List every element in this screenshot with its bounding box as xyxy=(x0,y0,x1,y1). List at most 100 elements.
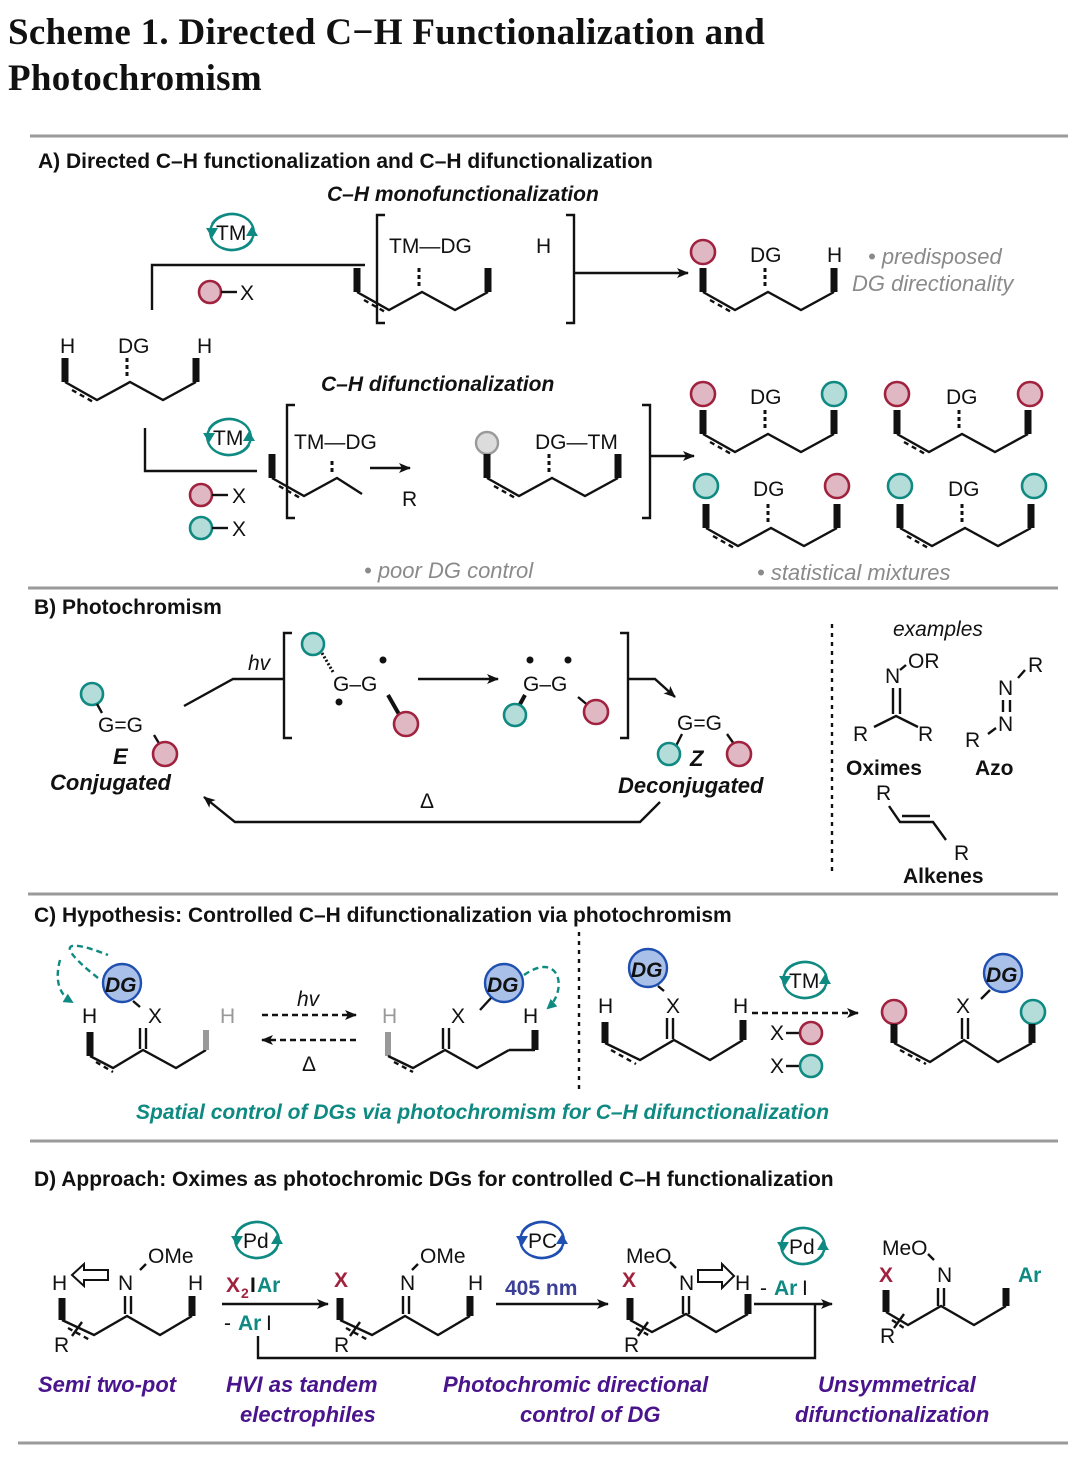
svg-text:G=G: G=G xyxy=(677,712,722,735)
svg-text:H: H xyxy=(536,235,551,258)
pink-group-icon xyxy=(188,482,214,508)
z-label: Z xyxy=(689,746,705,771)
caption-unsym-2: difunctionalization xyxy=(795,1402,989,1427)
panel-d-header: D) Approach: Oximes as photochromic DGs … xyxy=(34,1168,834,1191)
alkene-structure: R R Alkenes xyxy=(876,782,984,888)
svg-text:DG: DG xyxy=(986,964,1018,987)
tm-cycle-icon-c: TM xyxy=(777,960,833,1000)
teal-group-icon xyxy=(79,681,105,707)
svg-text:X: X xyxy=(770,1055,784,1078)
pc-cycle-icon: PC xyxy=(514,1220,570,1260)
svg-text:Ar: Ar xyxy=(1018,1264,1041,1287)
svg-text:DG: DG xyxy=(948,478,980,501)
svg-text:H: H xyxy=(598,995,613,1018)
svg-text:I: I xyxy=(266,1312,272,1335)
svg-text:TM: TM xyxy=(213,427,243,450)
caption-hvi-2: electrophiles xyxy=(240,1402,376,1427)
panel-a-header: A) Directed C–H functionalization and C–… xyxy=(38,150,653,173)
direction-arrow-icon-2 xyxy=(697,1261,736,1291)
svg-text:R: R xyxy=(54,1334,69,1357)
svg-text:X: X xyxy=(622,1269,636,1292)
pd-cycle-icon-1: Pd xyxy=(229,1220,285,1260)
svg-text:H: H xyxy=(60,335,75,358)
delta-label: Δ xyxy=(420,790,434,813)
svg-text:H: H xyxy=(523,1005,538,1028)
thermal-return-arrow xyxy=(203,796,661,824)
azo-label: Azo xyxy=(975,757,1014,780)
pd-cycle-icon-2: Pd xyxy=(775,1226,831,1266)
conjugated-label: Conjugated xyxy=(50,770,172,795)
svg-text:X: X xyxy=(770,1022,784,1045)
note-poor-control: • poor DG control xyxy=(364,558,534,583)
alkenes-label: Alkenes xyxy=(903,865,984,888)
svg-text:Ar: Ar xyxy=(238,1312,261,1335)
product-teal-pink: DG xyxy=(692,472,851,549)
svg-text:DG: DG xyxy=(118,335,150,358)
reagent-pink-x: X xyxy=(197,279,254,305)
svg-text:R: R xyxy=(624,1334,639,1357)
svg-text:DG: DG xyxy=(946,386,978,409)
svg-text:TM—DG: TM—DG xyxy=(294,431,377,454)
caption-semi-two-pot: Semi two-pot xyxy=(38,1372,178,1397)
product-teal-teal: DG xyxy=(886,472,1048,549)
reagent-pink-x-2: X xyxy=(188,482,246,508)
scheme-title-line-2: Photochromism xyxy=(8,58,262,99)
tm-cycle-icon-bottom: TM xyxy=(201,417,257,457)
svg-text:R: R xyxy=(880,1325,895,1348)
pink-group-icon xyxy=(197,279,223,305)
svg-text:X: X xyxy=(226,1274,240,1297)
svg-text:OR: OR xyxy=(908,650,940,673)
svg-text:R: R xyxy=(853,723,868,746)
svg-text:I: I xyxy=(250,1274,256,1297)
svg-text:Pd: Pd xyxy=(789,1236,815,1259)
svg-text:X: X xyxy=(148,1005,162,1028)
svg-text:H: H xyxy=(468,1272,483,1295)
hv-label: hv xyxy=(248,652,272,675)
svg-text:DG: DG xyxy=(750,386,782,409)
wavelength-label: 405 nm xyxy=(505,1277,577,1300)
product-pink-teal: DG xyxy=(689,380,848,455)
svg-text:G–G: G–G xyxy=(333,673,377,696)
svg-text:X: X xyxy=(451,1005,465,1028)
svg-text:N: N xyxy=(118,1272,133,1295)
svg-text:TM: TM xyxy=(789,970,819,993)
svg-text:DG: DG xyxy=(631,959,663,982)
direction-arrow-icon xyxy=(70,1261,109,1289)
svg-text:N: N xyxy=(885,665,900,688)
svg-text:DG: DG xyxy=(750,244,782,267)
deconjugated-label: Deconjugated xyxy=(618,773,764,798)
svg-text:R: R xyxy=(918,723,933,746)
tm-label: TM xyxy=(216,222,246,245)
teal-group-icon xyxy=(188,515,214,541)
svg-text:R: R xyxy=(334,1334,349,1357)
svg-text:hv: hv xyxy=(297,988,321,1011)
reagent-teal-x: X xyxy=(188,515,246,541)
svg-text:H: H xyxy=(827,244,842,267)
svg-text:N: N xyxy=(998,713,1013,736)
svg-text:X: X xyxy=(334,1269,348,1292)
scheme-title: Scheme 1. Directed C−H Functionalization… xyxy=(8,10,765,102)
svg-text:-: - xyxy=(760,1277,767,1300)
svg-text:PC: PC xyxy=(528,1230,557,1253)
pink-group-icon xyxy=(689,238,717,266)
svg-text:N: N xyxy=(400,1272,415,1295)
svg-text:Δ: Δ xyxy=(302,1053,316,1076)
svg-text:H: H xyxy=(382,1005,397,1028)
svg-text:MeO: MeO xyxy=(882,1237,928,1260)
panel-c-header: C) Hypothesis: Controlled C–H difunction… xyxy=(34,904,732,927)
svg-text:G=G: G=G xyxy=(98,714,143,737)
svg-text:N: N xyxy=(679,1272,694,1295)
note-dg-directionality: DG directionality xyxy=(852,271,1015,296)
svg-text:X: X xyxy=(240,282,254,305)
dg-circle-icon xyxy=(101,962,143,1004)
svg-text:H: H xyxy=(82,1005,97,1028)
mono-branch-line xyxy=(150,263,365,310)
svg-text:H: H xyxy=(188,1272,203,1295)
svg-text:R: R xyxy=(876,782,891,805)
svg-text:X: X xyxy=(666,995,680,1018)
svg-text:X: X xyxy=(879,1264,893,1287)
caption-photochromic-1: Photochromic directional xyxy=(443,1372,709,1397)
panel-c-caption: Spatial control of DGs via photochromism… xyxy=(136,1101,829,1124)
semi-two-pot-line xyxy=(256,1304,817,1360)
mono-title: C–H monofunctionalization xyxy=(327,183,599,206)
